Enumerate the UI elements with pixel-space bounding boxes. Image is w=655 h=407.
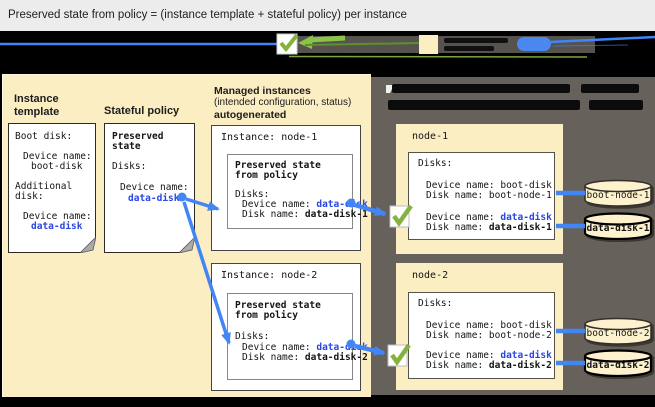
preserved-state-title: Preserved state from policy (235, 300, 321, 321)
cylinder-label: boot-node-2 (586, 328, 650, 339)
disk-cylinder-boot-node-2: boot-node-2 (583, 317, 653, 345)
boot-device-line: Device name: boot-disk (426, 320, 552, 331)
mig-config-panel: Instance template Boot disk: Device name… (2, 74, 371, 397)
redacted-header-bars (386, 84, 643, 110)
cylinder-icon (583, 349, 653, 377)
device-name-line: Device name: data-disk (242, 199, 368, 210)
data-disk-name-value: data-disk-2 (488, 360, 552, 371)
data-disk-value: data-disk (316, 342, 368, 353)
instance-template-doc: Boot disk: Device name: boot-disk Additi… (8, 123, 96, 253)
preserved-state-box: Preserved state from policy Disks: Devic… (227, 293, 368, 380)
instance-template-heading: Instance template (14, 93, 60, 118)
data-disk-value: data-disk (128, 193, 180, 204)
green-underline-icon (288, 55, 588, 58)
cylinder-label: data-disk-1 (586, 223, 650, 234)
preserved-state-title: Preserved state from policy (235, 160, 321, 181)
boot-disk-value: boot-disk (31, 161, 83, 172)
cylinder-icon (583, 212, 653, 240)
redacted-bar (444, 46, 494, 51)
boot-disk-line: Disk name: boot-node-2 (426, 330, 552, 341)
checkmark-icon (279, 33, 299, 53)
data-disk-name-value: data-disk-2 (304, 352, 368, 363)
managed-instances-autogenerated: autogenerated (214, 109, 287, 121)
data-disk-value: data-disk (31, 221, 83, 232)
preserved-state-box: Preserved state from policy Disks: Devic… (227, 154, 368, 229)
title-bar: Preserved state from policy = (instance … (0, 0, 655, 31)
page-title: Preserved state from policy = (instance … (8, 9, 407, 21)
node-name: node-2 (412, 270, 449, 281)
managed-instances-subheading: (intended configuration, status) (214, 97, 352, 108)
disks-label: Disks: (235, 331, 270, 342)
disks-label: Disks: (235, 189, 270, 200)
data-disk-name-value: data-disk-1 (488, 222, 552, 233)
managed-instance-node-1: Instance: node-1 Preserved state from po… (211, 125, 368, 251)
blue-line-thin (552, 44, 629, 47)
cylinder-icon (584, 179, 652, 207)
boot-device-line: Device name: boot-disk (426, 180, 552, 191)
device-name-line: Device name: data-disk (242, 342, 368, 353)
device-name-label: Device name: (23, 211, 92, 222)
green-arrow-line (304, 42, 422, 46)
managed-instance-node-2: Instance: node-2 Preserved state from po… (211, 263, 368, 391)
data-disk-line: Disk name: data-disk-2 (426, 360, 552, 371)
data-disk-name-value: data-disk-1 (304, 209, 368, 220)
green-arrow-shaft (309, 35, 346, 43)
instance-title: Instance: node-1 (221, 132, 318, 143)
cylinder-label: boot-node-1 (586, 190, 650, 201)
device-name-label: Device name: (23, 151, 92, 162)
vm-node-2: node-2 Disks: Device name: boot-disk Dis… (396, 263, 563, 390)
page-fold-icon (80, 237, 96, 253)
managed-instances-heading: Managed instances (214, 85, 311, 97)
disks-label: Disks: (418, 298, 453, 309)
node-disks-box: Disks: Device name: boot-disk Disk name:… (408, 152, 555, 240)
disk-name-line: Disk name: data-disk-2 (242, 352, 368, 363)
preserved-state-title: Preserved state (112, 131, 164, 152)
device-name-label: Device name: (120, 182, 189, 193)
data-disk-value: data-disk (500, 350, 552, 361)
cylinder-label: data-disk-2 (586, 360, 650, 371)
check-box (276, 33, 298, 55)
cylinder-icon (584, 317, 652, 345)
data-device-line: Device name: data-disk (426, 212, 552, 223)
page-fold-icon (179, 237, 195, 253)
vm-square-icon (419, 35, 438, 54)
vm-node-1: node-1 Disks: Device name: boot-disk Dis… (396, 124, 563, 254)
disk-cylinder-data-disk-1: data-disk-1 (583, 212, 653, 240)
blue-line-icon (549, 35, 655, 44)
data-disk-value: data-disk (500, 212, 552, 223)
legend-band (0, 33, 655, 58)
instance-title: Instance: node-2 (221, 270, 318, 281)
disks-label: Disks: (418, 158, 453, 169)
additional-disk-label: Additional disk: (15, 181, 73, 202)
node-name: node-1 (412, 131, 449, 142)
disk-cylinder-data-disk-2: data-disk-2 (583, 349, 653, 377)
redacted-bar (444, 38, 508, 43)
disks-label: Disks: (112, 161, 147, 172)
stateful-policy-heading: Stateful policy (104, 105, 180, 117)
stateful-policy-doc: Preserved state Disks: Device name: data… (104, 123, 195, 253)
legend-strip (283, 36, 595, 53)
node-disks-box: Disks: Device name: boot-disk Disk name:… (408, 292, 555, 379)
disk-name-line: Disk name: data-disk-1 (242, 209, 368, 220)
green-arrow-icon (298, 35, 313, 49)
data-disk-value: data-disk (316, 199, 368, 210)
boot-disk-line: Disk name: boot-node-1 (426, 190, 552, 201)
data-device-line: Device name: data-disk (426, 350, 552, 361)
disk-pill-icon (517, 37, 551, 51)
disk-cylinder-boot-node-1: boot-node-1 (583, 179, 653, 207)
boot-disk-label: Boot disk: (15, 131, 73, 142)
data-disk-line: Disk name: data-disk-1 (426, 222, 552, 233)
